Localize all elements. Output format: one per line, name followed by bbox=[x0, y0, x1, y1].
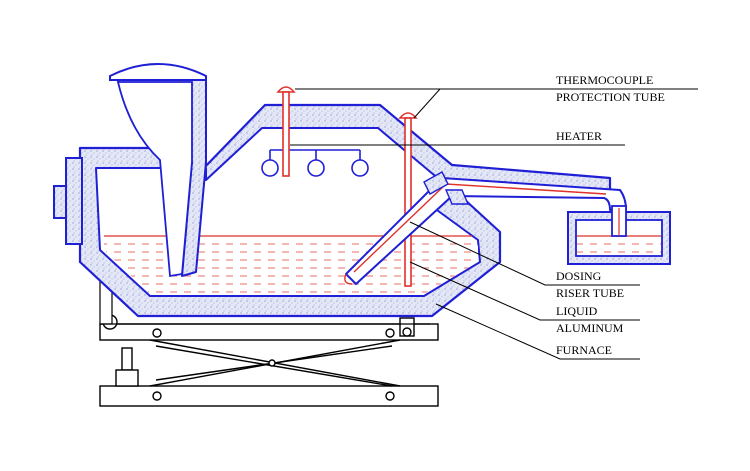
label-protection-tube: PROTECTION TUBE bbox=[556, 90, 665, 104]
thermocouple-head-2 bbox=[398, 112, 418, 119]
pivot-top-right bbox=[385, 328, 395, 338]
charging-hopper-top bbox=[109, 63, 207, 81]
pivot-bottom-left bbox=[152, 391, 162, 401]
lift-table bbox=[99, 314, 439, 407]
label-heater: HEATER bbox=[556, 129, 602, 143]
thermocouple-tube-1 bbox=[282, 91, 290, 177]
pivot-center bbox=[268, 359, 276, 367]
riser-seal bbox=[423, 171, 449, 195]
label-furnace: FURNACE bbox=[556, 343, 612, 357]
latch-pin bbox=[402, 327, 412, 337]
door-handle bbox=[53, 185, 67, 219]
label-thermocouple: THERMOCOUPLE bbox=[556, 73, 653, 87]
leader-liquid bbox=[409, 261, 640, 321]
hopper-inner bbox=[116, 81, 193, 278]
side-door bbox=[65, 157, 83, 245]
dosing-riser-tube bbox=[344, 171, 627, 285]
thermocouple-tube-2 bbox=[404, 117, 412, 287]
label-liquid: LIQUID bbox=[556, 304, 598, 318]
liquid-aluminum bbox=[104, 236, 478, 294]
crucible-liquid bbox=[577, 236, 661, 255]
hydraulic-cylinder bbox=[121, 347, 133, 371]
leader-dosing bbox=[409, 221, 640, 286]
riser-outer bbox=[345, 177, 627, 285]
hydraulic-base bbox=[115, 369, 139, 387]
pivot-bottom-right bbox=[385, 391, 395, 401]
label-riser-tube: RISER TUBE bbox=[556, 286, 624, 300]
pivot-top-left bbox=[152, 328, 162, 338]
leader-thermocouple-2 bbox=[413, 88, 441, 119]
thermocouple-head-1 bbox=[276, 86, 296, 93]
leader-lines bbox=[290, 88, 698, 360]
label-dosing: DOSING bbox=[556, 269, 602, 283]
heater-2 bbox=[307, 159, 325, 177]
receiving-crucible bbox=[567, 205, 671, 265]
riser-tip bbox=[344, 273, 353, 285]
riser-seal-lower bbox=[444, 189, 470, 205]
label-aluminum: ALUMINUM bbox=[556, 321, 624, 335]
furnace-body bbox=[53, 63, 671, 325]
heater-1 bbox=[261, 159, 279, 177]
labels: THERMOCOUPLE PROTECTION TUBE HEATER DOSI… bbox=[556, 73, 665, 357]
heater-3 bbox=[351, 159, 369, 177]
leader-furnace bbox=[435, 303, 640, 360]
thermocouples bbox=[276, 86, 418, 287]
bottom-platform bbox=[99, 385, 439, 407]
